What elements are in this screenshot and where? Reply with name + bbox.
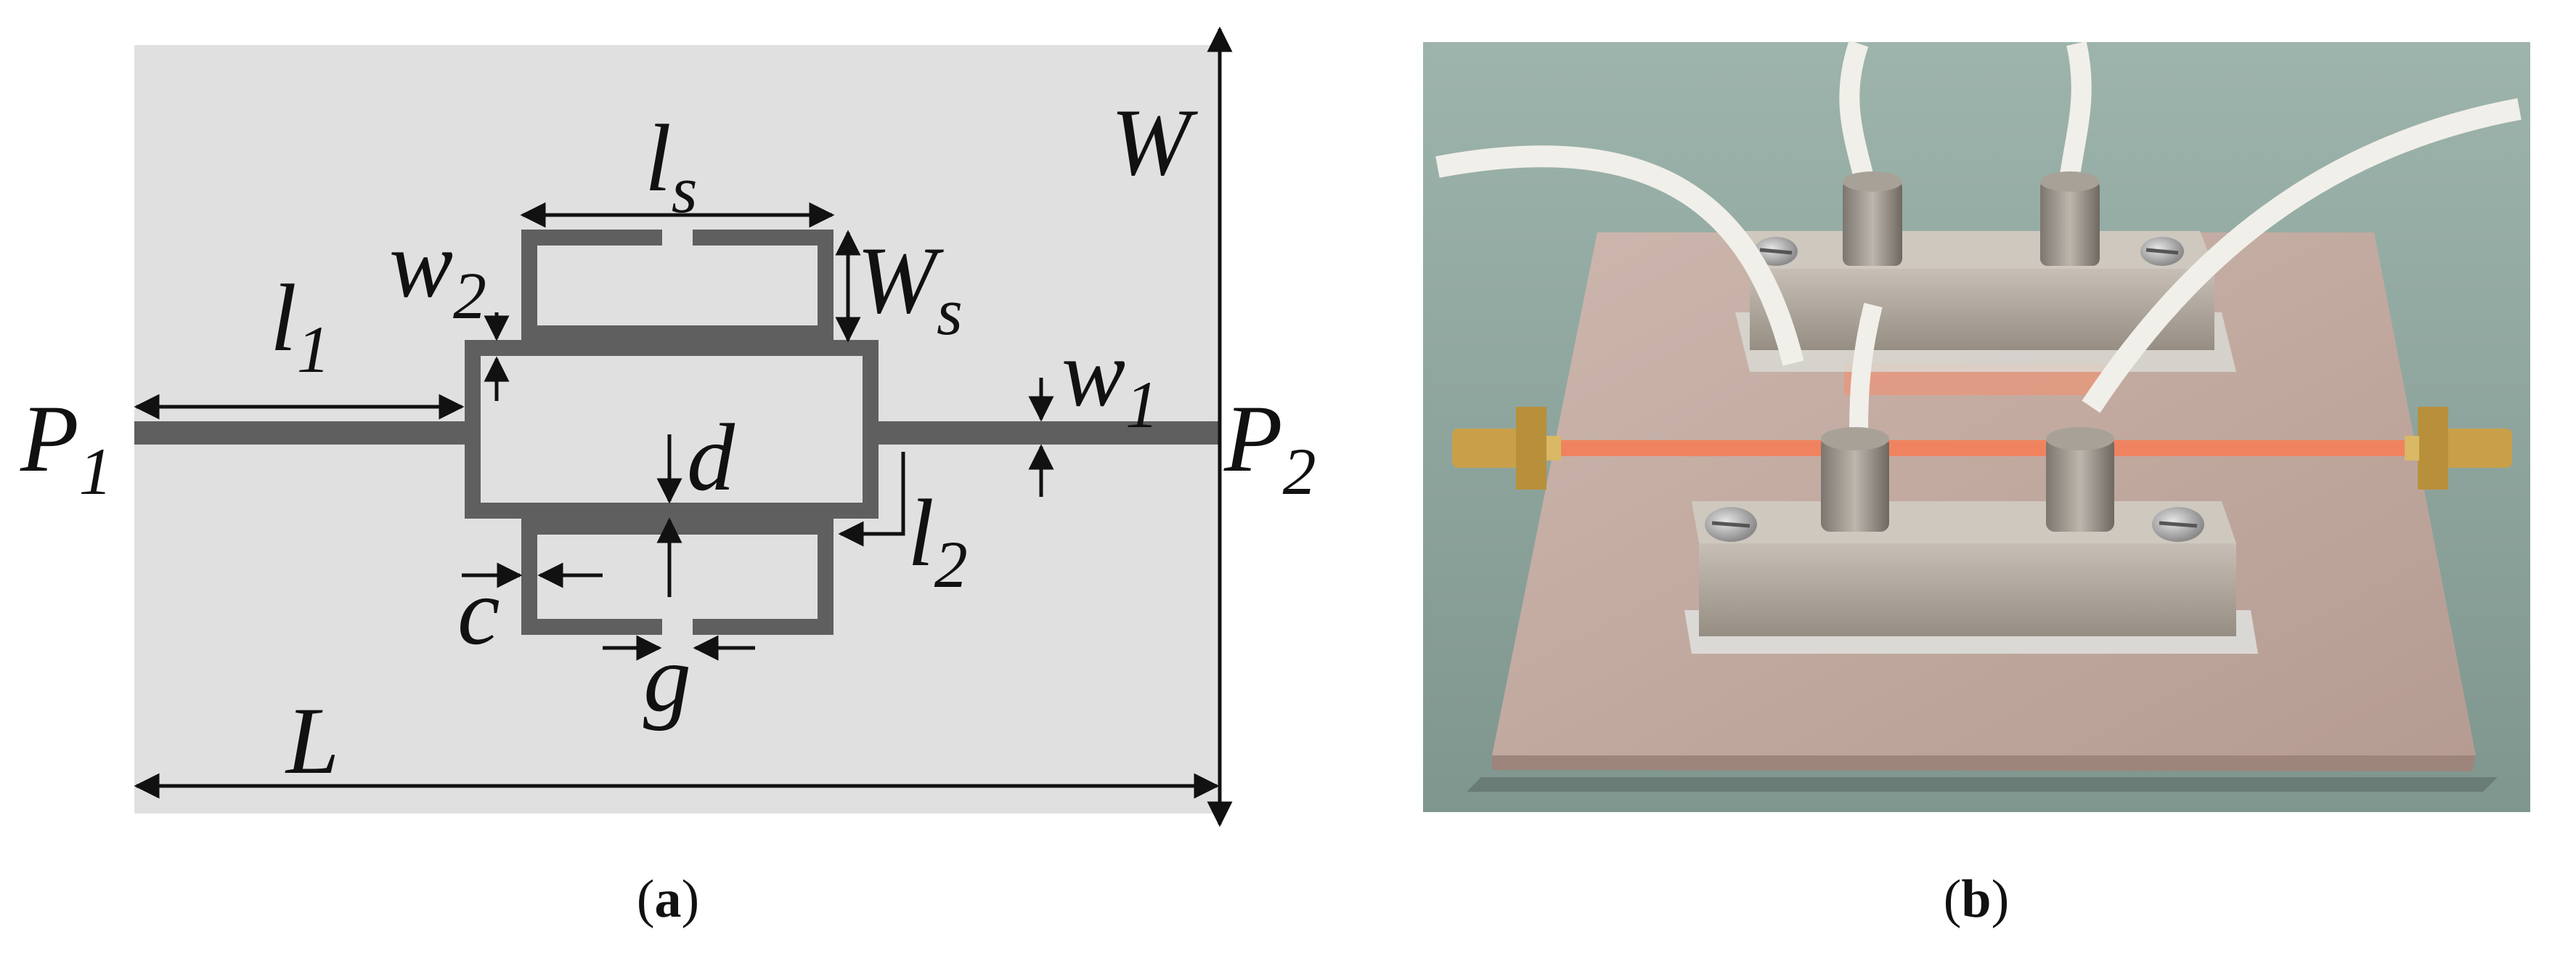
label-P1: P1 <box>20 385 113 508</box>
lower-tubes <box>1821 98 2522 532</box>
panel-b: (b) <box>1423 40 2530 929</box>
lower-channel-holder <box>1684 501 2258 654</box>
dim-l2 <box>838 452 905 547</box>
central-ring <box>465 340 879 519</box>
upper-resonator <box>521 230 833 340</box>
label-w2: w2 <box>389 211 486 333</box>
label-l2: l2 <box>908 479 968 601</box>
label-P2: P2 <box>1223 385 1316 508</box>
feed-line-port2 <box>879 421 1220 445</box>
dimension-arrows <box>134 26 1233 827</box>
caption-a: (a) <box>637 869 699 929</box>
pcb-edge <box>1492 755 2476 771</box>
feed-line-port1 <box>134 421 465 445</box>
label-w1: w1 <box>1061 320 1159 442</box>
board-shadow <box>1467 777 2498 792</box>
label-Ws: Ws <box>857 227 963 349</box>
sma-connector-right <box>2405 407 2512 490</box>
microstrip-trace <box>1550 440 2421 456</box>
label-L: L <box>285 687 339 794</box>
label-c: c <box>457 558 500 665</box>
caption-b: (b) <box>1944 869 2009 929</box>
label-d: d <box>687 404 735 511</box>
sma-connector-left <box>1452 407 1561 490</box>
label-ls: ls <box>645 105 698 227</box>
upper-tubes <box>1435 40 2100 366</box>
label-W: W <box>1111 89 1198 195</box>
label-g: g <box>643 625 691 731</box>
panel-a: ls W w2 Ws l1 w1 P1 P2 d l2 c g L (a) <box>20 26 1316 929</box>
label-l1: l1 <box>270 264 330 386</box>
